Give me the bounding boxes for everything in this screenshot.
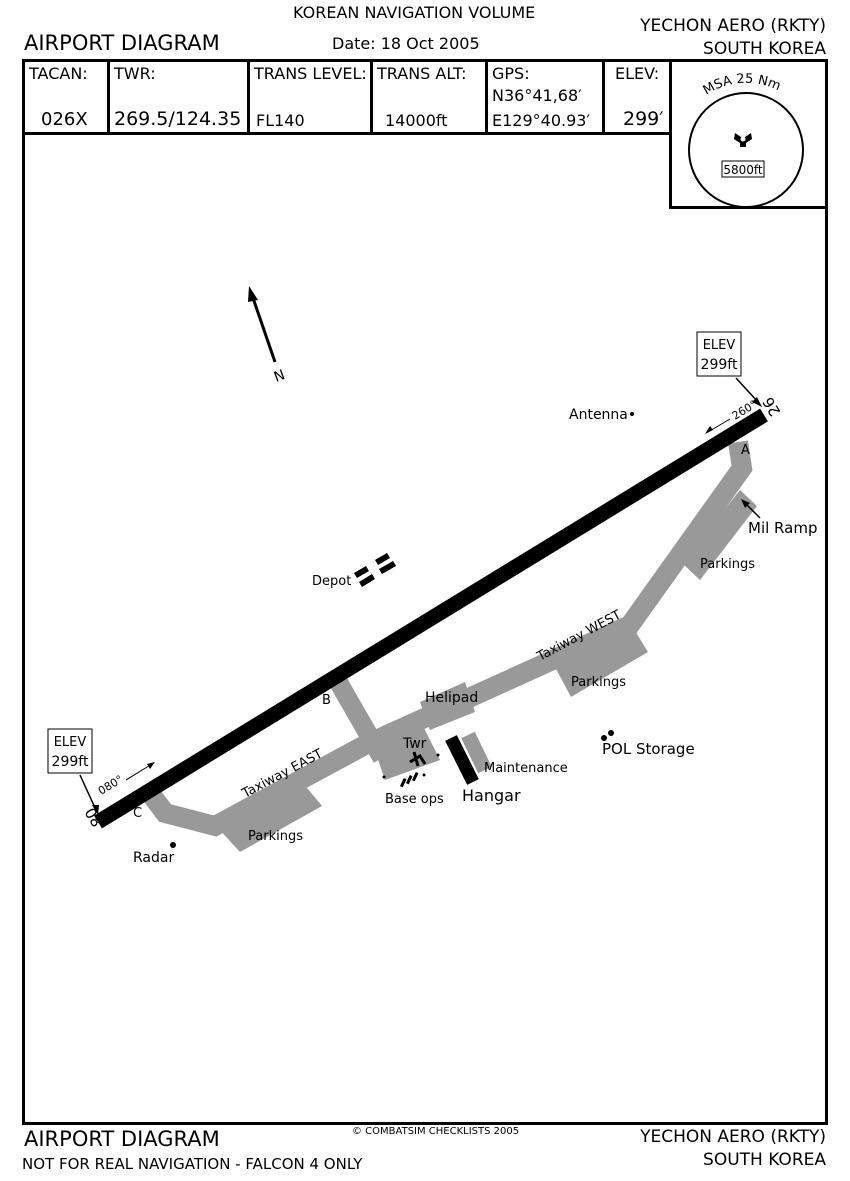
label-base-ops: Base ops (385, 792, 444, 807)
parking-west (555, 626, 648, 697)
label-antenna: Antenna (569, 407, 628, 423)
tacan-label: TACAN: (29, 64, 88, 83)
label-pol-storage: POL Storage (602, 740, 695, 758)
tacan-cell: TACAN: 026X (25, 62, 110, 132)
twr-label: TWR: (114, 64, 156, 83)
tacan-value: 026X (41, 109, 88, 130)
gps-lon: E129°40.93′ (492, 111, 591, 130)
gps-cell: GPS: N36°41,68′ E129°40.93′ (488, 62, 605, 132)
parking-east (218, 782, 322, 852)
trans-alt-value: 14000ft (385, 111, 448, 130)
footer-title: AIRPORT DIAGRAM (24, 1127, 220, 1151)
label-parkings-mil: Parkings (700, 557, 755, 572)
heading-080-arrow (125, 763, 153, 781)
taxiway-main (142, 440, 753, 837)
trans-level-label: TRANS LEVEL: (254, 64, 367, 83)
gps-lat: N36°41,68′ (492, 86, 582, 105)
helipad-apron (420, 682, 475, 730)
twr-cell: TWR: 269.5/124.35 (110, 62, 250, 132)
label-taxiway-b: B (322, 693, 331, 708)
elev-box-08-label: ELEV (54, 735, 87, 750)
antenna-icon (630, 412, 634, 416)
tower-icon (409, 751, 427, 767)
elev-box-26 (696, 331, 742, 377)
label-parkings-west: Parkings (571, 675, 626, 690)
label-radar: Radar (133, 850, 174, 866)
volume-title: KOREAN NAVIGATION VOLUME (293, 3, 536, 22)
airport-name: YECHON AERO (RKTY) (640, 16, 826, 36)
trans-level-cell: TRANS LEVEL: FL140 (250, 62, 373, 132)
elev-box-26-value: 299ft (701, 357, 738, 373)
footer-airport: YECHON AERO (RKTY) (640, 1127, 826, 1147)
navaid-icon (734, 133, 752, 147)
elev-label: ELEV: (615, 64, 660, 83)
tower-apron (372, 720, 440, 780)
trans-alt-label: TRANS ALT: (377, 64, 467, 83)
taxiways (142, 440, 757, 852)
label-parkings-east: Parkings (248, 829, 303, 844)
hangar-building (445, 735, 479, 785)
footer-disclaimer: NOT FOR REAL NAVIGATION - FALCON 4 ONLY (22, 1155, 363, 1173)
elev-pointer-08 (79, 774, 97, 811)
depot-buildings (354, 553, 396, 587)
footer-country: SOUTH KOREA (703, 1150, 826, 1170)
pol-storage-icon (601, 735, 607, 741)
label-mil-ramp: Mil Ramp (748, 519, 817, 537)
msa-altitude-box (721, 160, 765, 178)
label-taxiway-c: C (133, 806, 142, 821)
label-tower: Twr (402, 736, 427, 752)
label-helipad: Helipad (425, 690, 478, 706)
msa-circle (688, 92, 804, 208)
elev-pointer-26 (735, 377, 759, 403)
diagram-frame (22, 59, 828, 1125)
label-taxiway-a: A (741, 443, 750, 458)
msa-altitude: 5800ft (723, 163, 763, 177)
trans-level-value: FL140 (256, 111, 305, 130)
country: SOUTH KOREA (703, 39, 826, 59)
north-arrow-icon (248, 286, 277, 363)
msa-label: MSA 25 Nm (701, 72, 783, 99)
label-hangar: Hangar (462, 786, 521, 805)
elev-box-26-label: ELEV (703, 338, 736, 353)
footer-copyright: © COMBATSIM CHECKLISTS 2005 (352, 1126, 520, 1137)
heading-080: 080° (96, 773, 125, 798)
elev-box-08-value: 299ft (52, 754, 89, 770)
north-label: N (272, 367, 287, 386)
label-maintenance: Maintenance (484, 761, 568, 776)
trans-alt-cell: TRANS ALT: 14000ft (373, 62, 488, 132)
page-title: AIRPORT DIAGRAM (24, 31, 220, 55)
radar-icon (170, 842, 176, 848)
base-ops-buildings (382, 753, 440, 788)
parking-mil-ramp (682, 490, 757, 580)
elev-value: 299′ (623, 108, 664, 130)
label-depot: Depot (312, 574, 351, 589)
runway-08-26 (94, 408, 768, 829)
elev-box-08 (47, 728, 93, 774)
chart-date: Date: 18 Oct 2005 (332, 34, 480, 53)
taxiway-maintenance (461, 731, 492, 774)
gps-label: GPS: (492, 64, 530, 83)
info-bar-bottom-line (22, 132, 672, 135)
twr-value: 269.5/124.35 (114, 108, 242, 130)
